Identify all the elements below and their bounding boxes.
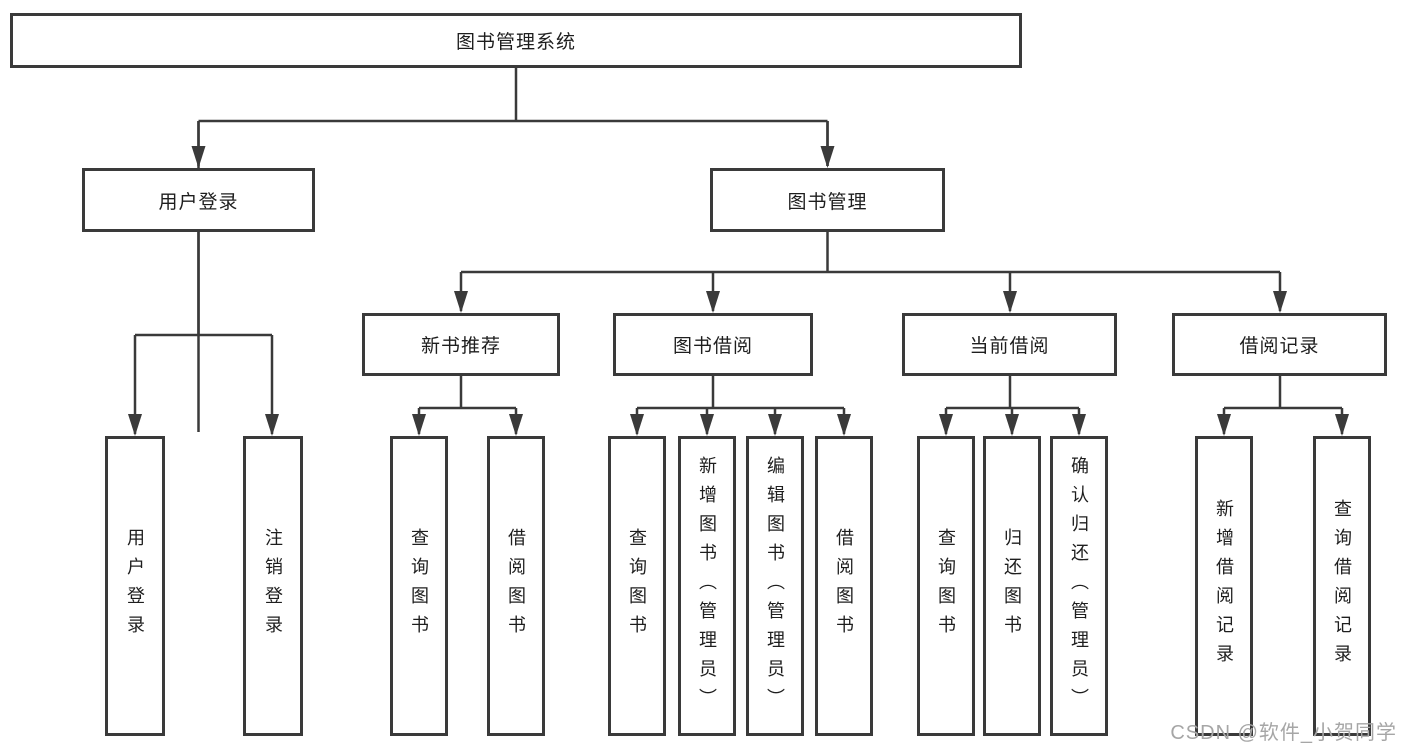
leaf-user-login: 用户登录 [105,436,165,736]
connector-new-book-recommend [417,376,518,434]
connector-root [197,68,829,432]
node-borrow-record: 借阅记录 [1172,313,1387,376]
connector-user-login [133,232,274,434]
leaf-record-query-record: 查询借阅记录 [1313,436,1371,736]
node-new-book-recommend: 新书推荐 [362,313,560,376]
root-node: 图书管理系统 [10,13,1022,68]
arrowheads [128,146,1349,436]
node-book-borrow: 图书借阅 [613,313,813,376]
node-book-management: 图书管理 [710,168,945,232]
leaf-recommend-query-book: 查询图书 [390,436,448,736]
node-current-borrow: 当前借阅 [902,313,1117,376]
leaf-current-query-book: 查询图书 [917,436,975,736]
leaf-current-confirm-return: 确认归还（管理员） [1050,436,1108,736]
leaf-record-add-record: 新增借阅记录 [1195,436,1253,736]
node-user-login: 用户登录 [82,168,315,232]
csdn-watermark: CSDN @软件_小贺同学 [1170,722,1397,744]
leaf-current-return-book: 归还图书 [983,436,1041,736]
leaf-borrow-edit-book: 编辑图书（管理员） [746,436,804,736]
connector-book-management [459,232,1282,311]
connector-borrow-record [1222,376,1344,434]
leaf-borrow-query-book: 查询图书 [608,436,666,736]
leaf-logout-login: 注销登录 [243,436,303,736]
leaf-recommend-borrow-book: 借阅图书 [487,436,545,736]
connector-book-borrow [635,376,846,434]
leaf-borrow-borrow-book: 借阅图书 [815,436,873,736]
leaf-borrow-add-book: 新增图书（管理员） [678,436,736,736]
